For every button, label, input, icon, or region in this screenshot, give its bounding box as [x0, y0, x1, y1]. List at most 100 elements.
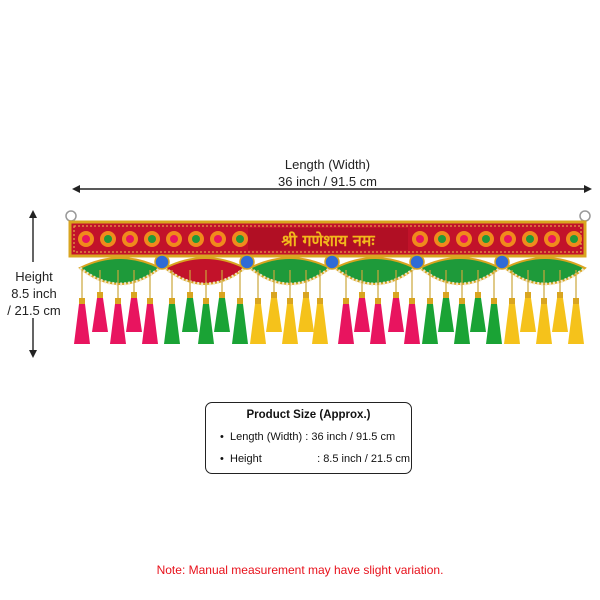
peacock-motif — [409, 254, 425, 270]
tassel — [454, 304, 470, 344]
scallop-bead-trim — [334, 266, 416, 286]
banner-pattern-right — [412, 231, 582, 247]
width-value: 36 inch / 91.5 cm — [278, 174, 377, 189]
banner-medallion-center — [170, 235, 178, 243]
size-row-value: 8.5 inch / 21.5 cm — [323, 453, 411, 465]
tassel — [214, 298, 230, 332]
width-title: Length (Width) — [284, 157, 371, 172]
left-hanging-ring — [65, 210, 77, 222]
tassel-cap — [459, 298, 465, 304]
size-row-label: Height — [230, 453, 262, 465]
scallop-bead-trim — [164, 266, 246, 286]
toran-scallops — [78, 254, 587, 286]
tassel-cap — [343, 298, 349, 304]
tassel — [164, 304, 180, 344]
tassel-cap — [443, 292, 449, 298]
tassel — [126, 298, 142, 332]
scallop-leaf — [503, 257, 587, 285]
tassel-cap — [475, 292, 481, 298]
tassel — [338, 304, 354, 344]
banner-medallion-center — [438, 235, 446, 243]
size-box-title: Product Size (Approx.) — [246, 409, 371, 421]
tassel — [422, 304, 438, 344]
tassel-cap — [393, 292, 399, 298]
tassel — [438, 298, 454, 332]
size-row-value: 36 inch / 91.5 cm — [311, 431, 396, 443]
banner-medallion-center — [460, 235, 468, 243]
banner-medallion-center — [482, 235, 490, 243]
tassel-cap — [255, 298, 261, 304]
height-dimension-label: Height 8.5 inch / 21.5 cm — [6, 268, 62, 319]
tassel-cap — [97, 292, 103, 298]
tassel — [370, 304, 386, 344]
size-row-length: • Length (Width) : 36 inch / 91.5 cm — [220, 431, 395, 443]
tassel — [552, 298, 568, 332]
tassel-cap — [303, 292, 309, 298]
banner-medallion-center — [214, 235, 222, 243]
tassel-cap — [169, 298, 175, 304]
scallop-bead-trim — [504, 266, 586, 286]
tassel-cap — [287, 298, 293, 304]
measurement-note: Note: Manual measurement may have slight… — [156, 563, 444, 577]
banner-medallion-center — [504, 235, 512, 243]
banner-medallion-center — [126, 235, 134, 243]
toran-tassels — [74, 270, 584, 344]
tassel-cap — [271, 292, 277, 298]
tassel-cap — [79, 298, 85, 304]
banner-medallion-center — [192, 235, 200, 243]
scallop-bead-trim — [79, 266, 161, 286]
tassel-cap — [147, 298, 153, 304]
bullet-icon: • — [220, 453, 224, 465]
tassel — [232, 304, 248, 344]
tassel — [470, 298, 486, 332]
width-dimension-label: Length (Width) 36 inch / 91.5 cm — [0, 156, 600, 190]
size-row-label: Length (Width) — [230, 431, 303, 443]
banner-medallion-center — [148, 235, 156, 243]
peacock-motif — [494, 254, 510, 270]
tassel-cap — [509, 298, 515, 304]
tassel — [110, 304, 126, 344]
banner-text: श्री गणेशाय नमः — [281, 231, 375, 250]
scallop-leaf — [78, 257, 162, 285]
tassel — [282, 304, 298, 344]
tassel-cap — [219, 292, 225, 298]
tassel-cap — [203, 298, 209, 304]
tassel — [92, 298, 108, 332]
right-hanging-ring — [579, 210, 591, 222]
tassel-cap — [409, 298, 415, 304]
tassel — [520, 298, 536, 332]
banner-medallion-center — [236, 235, 244, 243]
bullet-icon: • — [220, 431, 224, 443]
tassel — [404, 304, 420, 344]
tassel-cap — [237, 298, 243, 304]
banner-pattern-left — [78, 231, 248, 247]
tassel-cap — [427, 298, 433, 304]
scallop-leaf — [333, 257, 417, 285]
tassel-cap — [187, 292, 193, 298]
tassel-cap — [115, 298, 121, 304]
tassel-cap — [491, 298, 497, 304]
tassel — [568, 304, 584, 344]
banner-medallion-center — [526, 235, 534, 243]
tassel — [182, 298, 198, 332]
size-row-sep: : — [305, 431, 309, 443]
banner-medallion-center — [416, 235, 424, 243]
banner-medallion-center — [548, 235, 556, 243]
tassel — [312, 304, 328, 344]
tassel — [388, 298, 404, 332]
scallop-leaf — [163, 257, 247, 285]
scallop-leaf — [418, 257, 502, 285]
banner-medallion-center — [570, 235, 578, 243]
tassel-cap — [375, 298, 381, 304]
toran-banner: श्री गणेशाय नमः — [68, 220, 587, 258]
tassel — [198, 304, 214, 344]
tassel — [536, 304, 552, 344]
size-row-sep: : — [317, 453, 321, 465]
tassel — [298, 298, 314, 332]
tassel — [74, 304, 90, 344]
tassel — [250, 304, 266, 344]
tassel-cap — [525, 292, 531, 298]
scallop-bead-trim — [419, 266, 501, 286]
height-title: Height — [15, 269, 53, 284]
